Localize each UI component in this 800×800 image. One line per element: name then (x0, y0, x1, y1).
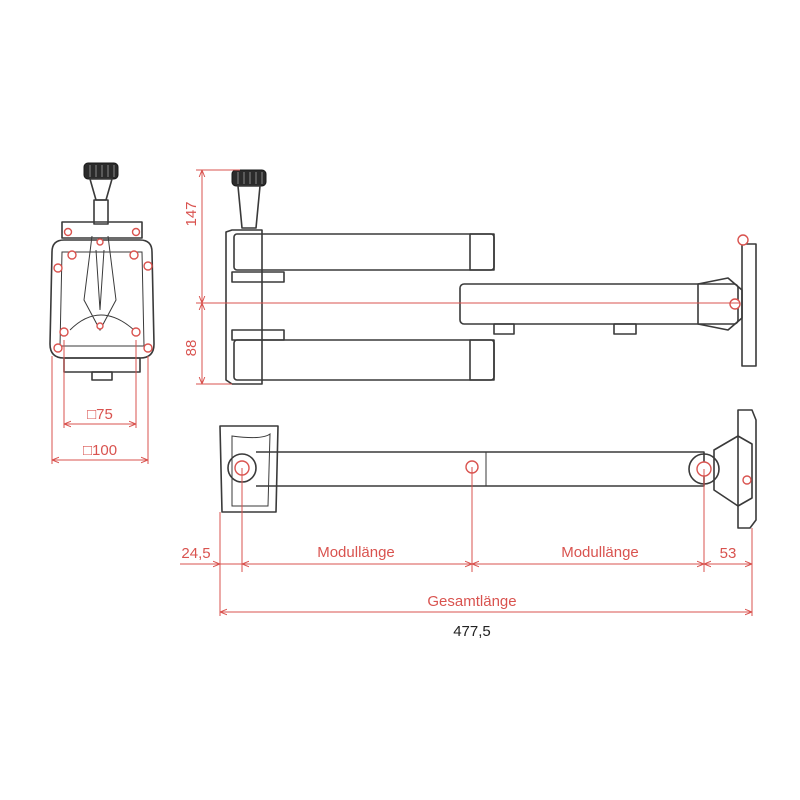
wall-plate-front (737, 409, 757, 529)
total-length-label: Gesamtlänge (427, 593, 516, 610)
vesa75-hole-top-left (67, 250, 77, 260)
vesa100-label: □100 (83, 442, 117, 459)
vesa75-hole-bottom-left (59, 327, 69, 337)
vesa75-dimension: □75 (63, 340, 137, 428)
height-147-label: 147 (183, 201, 200, 226)
height-147-dimension: 147 (183, 169, 740, 304)
module-length-1-label: Modullänge (317, 544, 395, 561)
top-knob (231, 169, 267, 229)
vesa75-label: □75 (87, 406, 113, 423)
front-plate (49, 239, 155, 359)
front-view: □75 □100 (49, 162, 155, 464)
height-88-label: 88 (183, 340, 200, 357)
height-88-dimension: 88 (183, 303, 232, 385)
offset-left-label: 24,5 (181, 545, 210, 562)
module-length-2-label: Modullänge (561, 544, 639, 561)
front-bracket-top (61, 221, 143, 239)
wall-plate-side (741, 243, 757, 367)
top-bracket (225, 229, 263, 385)
vesa100-hole-bottom-right (143, 343, 153, 353)
side-head (713, 435, 753, 507)
vesa100-hole-top-right (143, 261, 153, 271)
side-view (219, 409, 757, 529)
offset-right-label: 53 (720, 545, 737, 562)
vesa100-hole-top-left (53, 263, 63, 273)
total-length-value: 477,5 (453, 623, 491, 640)
front-knob (83, 162, 119, 225)
vesa75-hole-top-right (129, 250, 139, 260)
vesa75-hole-bottom-right (131, 327, 141, 337)
side-bracket (219, 425, 279, 513)
front-bracket-bottom (63, 357, 141, 373)
length-dimensions: 24,5 Modullänge Modullänge 53 Gesamtläng… (180, 467, 753, 640)
vesa100-dimension: □100 (51, 356, 149, 464)
upper-arm-segment-top (233, 233, 495, 271)
vesa100-hole-bottom-left (53, 343, 63, 353)
side-arm (256, 451, 705, 487)
front-mounting-holes (53, 227, 153, 353)
top-view: 147 88 (183, 169, 757, 385)
lower-arm-segment (459, 283, 739, 325)
upper-arm-segment-bottom (233, 339, 495, 381)
